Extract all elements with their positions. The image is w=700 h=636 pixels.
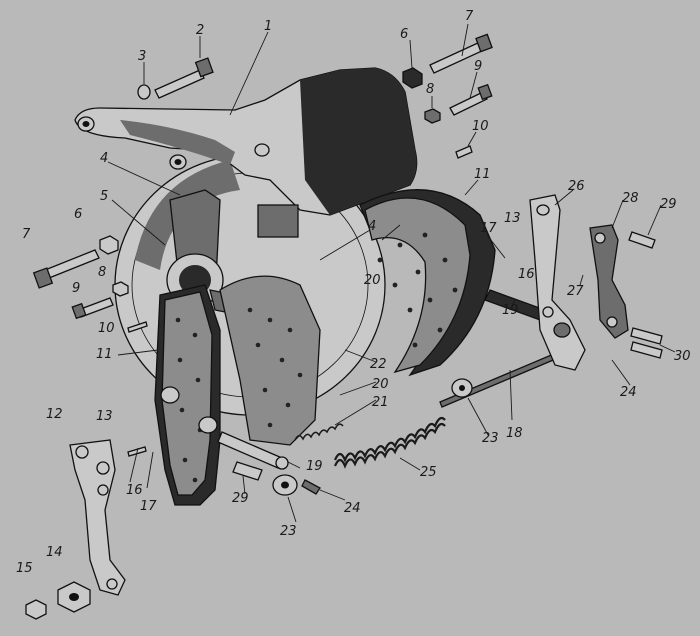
callout-29-bottom: 29 <box>232 491 249 506</box>
nut-14 <box>57 581 91 613</box>
pin-19-bottom <box>217 431 289 470</box>
screw-10-top <box>455 145 473 159</box>
callout-15: 15 <box>16 561 33 576</box>
nut-8-top <box>424 108 441 124</box>
bracket-housing <box>74 67 418 216</box>
callout-26: 26 <box>568 179 585 194</box>
callout-19-right: 19 <box>502 303 519 318</box>
washer-23 <box>272 474 298 496</box>
callout-11-right: 11 <box>474 167 491 182</box>
callout-5: 5 <box>100 189 108 204</box>
bolt-9-top <box>449 83 493 116</box>
small-spring <box>294 423 344 441</box>
left-brake-shoe <box>154 284 221 506</box>
lever-12 <box>69 439 126 596</box>
callout-17-left: 17 <box>140 499 157 514</box>
nut-6-top <box>402 67 423 89</box>
callout-27: 27 <box>567 284 584 299</box>
pin-29-right <box>628 231 656 249</box>
callout-30: 30 <box>674 349 691 364</box>
nut-8-left <box>112 281 129 297</box>
callout-24-bottom: 24 <box>344 501 361 516</box>
callout-16-right: 16 <box>518 267 535 282</box>
callout-3: 3 <box>138 49 146 64</box>
callout-14: 14 <box>46 545 63 560</box>
callout-9-left: 9 <box>72 281 80 296</box>
callout-22: 22 <box>370 357 387 372</box>
return-spring <box>333 416 446 469</box>
callout-4-right: 4 <box>368 219 376 234</box>
callout-24-right: 24 <box>620 385 637 400</box>
callout-10-top: 10 <box>472 119 489 134</box>
callout-6-left: 6 <box>74 207 82 222</box>
callout-23-right: 23 <box>482 431 499 446</box>
callout-18: 18 <box>506 426 523 441</box>
callout-4-left: 4 <box>100 151 108 166</box>
callout-10-left: 10 <box>98 321 115 336</box>
callout-1: 1 <box>264 19 272 34</box>
callout-17-right: 17 <box>480 221 497 236</box>
callout-8-left: 8 <box>98 265 106 280</box>
pin-29-bottom <box>232 461 263 481</box>
callout-13-right: 13 <box>504 211 521 226</box>
callout-16-left: 16 <box>126 483 143 498</box>
callouts: 1 2 3 4 4 5 6 6 7 7 8 8 9 9 10 10 11 11 … <box>16 9 691 576</box>
bolt-9-left <box>71 297 114 320</box>
callout-6-top: 6 <box>400 27 408 42</box>
callout-11-left: 11 <box>96 347 113 362</box>
washer-3 <box>137 84 151 100</box>
screw-10-left <box>127 321 148 333</box>
callout-23-bottom: 23 <box>280 524 297 539</box>
adjusting-rod <box>439 344 578 408</box>
callout-20-right: 20 <box>364 273 381 288</box>
center-brake-shoe <box>219 275 321 446</box>
callout-21: 21 <box>372 395 389 410</box>
bolt-2 <box>154 57 214 99</box>
callout-8-top: 8 <box>426 82 434 97</box>
nut-6-left <box>99 235 119 255</box>
nut-15 <box>25 599 47 620</box>
callout-13-left: 13 <box>96 409 113 424</box>
leader-lines <box>107 23 676 523</box>
callout-28: 28 <box>622 191 639 206</box>
callout-7-left: 7 <box>22 227 31 242</box>
callout-19-bottom: 19 <box>306 459 323 474</box>
callout-20-bottom: 20 <box>372 377 389 392</box>
callout-9-top: 9 <box>474 59 482 74</box>
callout-7-top: 7 <box>465 9 474 24</box>
callout-25: 25 <box>420 465 437 480</box>
callout-12: 12 <box>46 407 63 422</box>
right-brake-shoe <box>359 189 496 377</box>
lever-28 <box>589 224 629 339</box>
bolt-30 <box>630 327 663 359</box>
callout-2: 2 <box>196 23 204 38</box>
cotter-pin-24-bottom <box>301 479 321 495</box>
lever-26 <box>529 194 586 371</box>
bolt-7-left <box>32 249 100 289</box>
callout-29-right: 29 <box>660 197 677 212</box>
bolt-7-top <box>429 33 493 74</box>
